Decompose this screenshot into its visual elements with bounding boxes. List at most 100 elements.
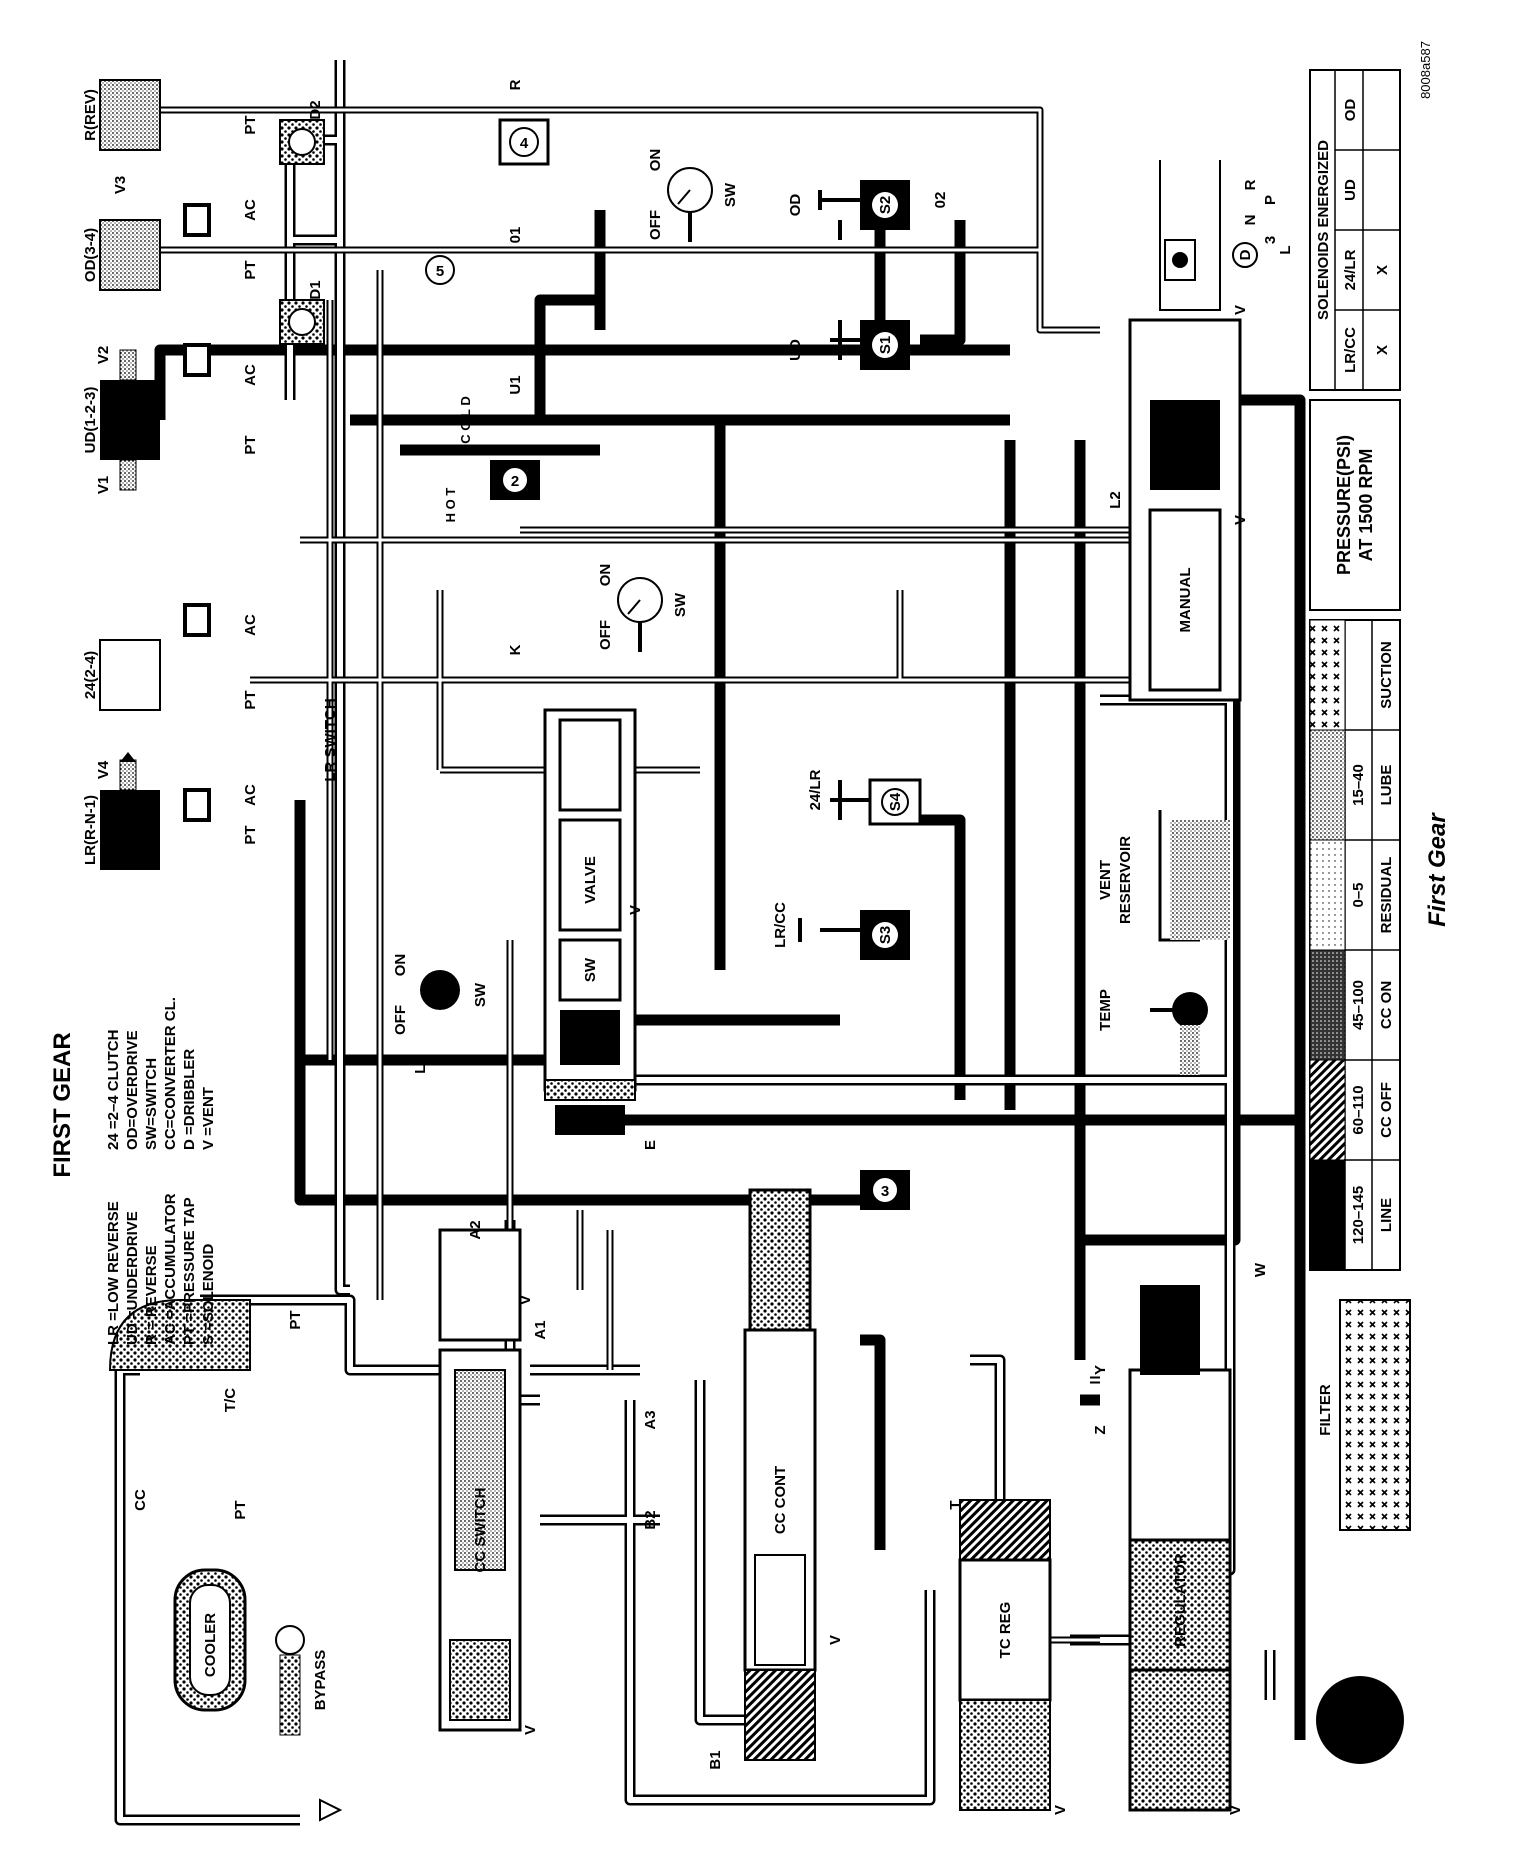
- label-pt-od: PT: [242, 260, 259, 279]
- manual-valve-label: VALVE: [1177, 421, 1194, 469]
- pt-name-residual: RESIDUAL: [1378, 857, 1395, 934]
- pt-name-line: LINE: [1378, 1198, 1395, 1232]
- st-val-24lr: X: [1374, 265, 1391, 275]
- check-ball-5: [425, 255, 455, 285]
- manual-valve-body: [1128, 160, 1242, 702]
- st-col-ud: UD: [1342, 179, 1359, 201]
- vent-labels: V V V V V V V V V: [517, 305, 1249, 1815]
- label-l2: L2: [1107, 491, 1124, 509]
- label-ac-lr: AC: [242, 784, 259, 806]
- check-ball-3: [860, 1170, 910, 1210]
- gear-position-labels: P R N D 3 L: [1237, 179, 1294, 260]
- tc-reg-label: TC REG: [997, 1602, 1014, 1659]
- label-o2: 02: [932, 192, 949, 209]
- legend-item: S =SOLENOID: [200, 1244, 217, 1345]
- st-title: SOLENOIDS ENERGIZED: [1315, 140, 1332, 320]
- legend-item: LR =LOW REVERSE: [105, 1201, 122, 1345]
- c24-switch-sw: SW: [672, 592, 689, 617]
- od-sol-label: OD: [787, 194, 804, 217]
- vent-label-4: V: [827, 1195, 844, 1205]
- valve-label: VALVE: [582, 856, 599, 904]
- label-d2: D2: [307, 100, 324, 119]
- clutch-label-lr: LR(R-N-1): [82, 795, 99, 865]
- clutch-label-24: 24(2-4): [82, 651, 99, 699]
- legend-item: V =VENT: [200, 1087, 217, 1150]
- lr-switch-sw: SW: [472, 982, 489, 1007]
- clutch-rev: [99, 79, 161, 151]
- pressure-regulator-valve: [1128, 1285, 1232, 1812]
- check-ball-4: [498, 118, 550, 166]
- s2-label: S2: [877, 196, 894, 214]
- valve-labels: SOL SW VALVE MANUAL VALVE CC SWITCH CC C…: [132, 421, 1369, 1742]
- cc-switch-valve: [438, 1228, 522, 1732]
- dribbler-d1: [279, 299, 325, 345]
- label-a3: A3: [642, 1410, 659, 1429]
- solenoid-table: SOLENOIDS ENERGIZED LR/CC 24/LR UD OD X …: [1309, 69, 1401, 391]
- od-switch-on: ON: [647, 149, 664, 172]
- solenoid-s3: [798, 910, 910, 960]
- c24-switch-on: ON: [597, 564, 614, 587]
- temp-sensor: [1150, 992, 1208, 1075]
- pt-range-ccoff: 60–110: [1350, 1085, 1367, 1134]
- clutch-od: [99, 219, 161, 291]
- label-e: E: [642, 1140, 659, 1150]
- st-col-lrcc: LR/CC: [1342, 327, 1359, 373]
- tc-label: T/C: [222, 1388, 239, 1412]
- pt-name-ccon: CC ON: [1378, 981, 1395, 1029]
- clutch-24: [99, 639, 161, 711]
- solenoid-s1: [830, 320, 910, 370]
- legend-item: 24 =2–4 CLUTCH: [105, 1030, 122, 1150]
- pt-range-line: 120–145: [1350, 1186, 1367, 1244]
- cc-switch-label: CC SWITCH: [472, 1488, 489, 1573]
- torque-converter: [108, 1299, 251, 1371]
- legend-item: R = REVERSE: [143, 1245, 160, 1345]
- reservoir: [1158, 810, 1230, 942]
- ball-3-label: 3: [881, 1183, 889, 1200]
- label-pt-ud: PT: [242, 435, 259, 454]
- gear-selector: [1164, 239, 1258, 281]
- cc-label: CC: [132, 1489, 149, 1511]
- pt-range-ccon: 45–100: [1350, 980, 1367, 1030]
- vent-label-6: V: [1232, 515, 1249, 525]
- legend-item: D =DRIBBLER: [181, 1049, 198, 1150]
- check-ball-labels: 2 3 4 5: [436, 135, 889, 1200]
- s1-label: S1: [877, 336, 894, 354]
- cc-cont-label: CC CONT: [772, 1466, 789, 1534]
- clutch-labels: LR(R-N-1) 24(2-4) UD(1-2-3) OD(3-4) R(RE…: [82, 89, 99, 865]
- sw-label: SW: [582, 957, 599, 982]
- pt-name-lube: LUBE: [1378, 765, 1395, 806]
- solenoid-s4: [830, 778, 922, 826]
- lrcc-sol-label: LR/CC: [772, 902, 789, 948]
- label-d1: D1: [307, 280, 324, 299]
- label-w: W: [1252, 1262, 1269, 1277]
- label-u1: U1: [507, 375, 524, 394]
- figure-caption: First Gear: [1424, 812, 1451, 927]
- sol-label: SOL: [582, 1025, 599, 1056]
- bypass-label: BYPASS: [312, 1650, 329, 1711]
- ball-4-label: 4: [520, 135, 529, 152]
- vent-label-1: V: [627, 905, 644, 915]
- legend: FIRST GEAR LR =LOW REVERSE UD =UNDERDRIV…: [49, 997, 217, 1345]
- st-col-24lr: 24/LR: [1342, 249, 1359, 290]
- cooler: [173, 1568, 247, 1712]
- label-t: T: [947, 1500, 964, 1509]
- legend-item: UD =UNDERDRIVE: [124, 1211, 141, 1345]
- manual-label: MANUAL: [1177, 568, 1194, 633]
- pt-header-1: PRESSURE(PSI): [1334, 435, 1354, 575]
- s4-label: S4: [887, 792, 904, 811]
- figure-id: 8008a587: [1418, 41, 1433, 99]
- od-switch-sw: SW: [722, 182, 739, 207]
- check-ball-2: [490, 460, 540, 500]
- label-pt-rev: PT: [242, 115, 259, 134]
- st-col-od: OD: [1342, 99, 1359, 122]
- gear-r: R: [1242, 179, 1259, 190]
- pressure-switch-od: [667, 167, 713, 242]
- legend-item: PT =PRESSURE TAP: [181, 1197, 198, 1345]
- solenoid-s2: [818, 180, 910, 240]
- legend-item: OD=OVERDRIVE: [124, 1030, 141, 1150]
- label-v4: V4: [95, 760, 112, 779]
- reservoir-label: RESERVOIR: [1117, 836, 1134, 924]
- switch-labels: OFF ON SW OFF ON SW OFF ON SW: [392, 149, 739, 1035]
- st-val-lrcc: X: [1374, 345, 1391, 355]
- legend-item: AC =ACCUMULATOR: [162, 1193, 179, 1345]
